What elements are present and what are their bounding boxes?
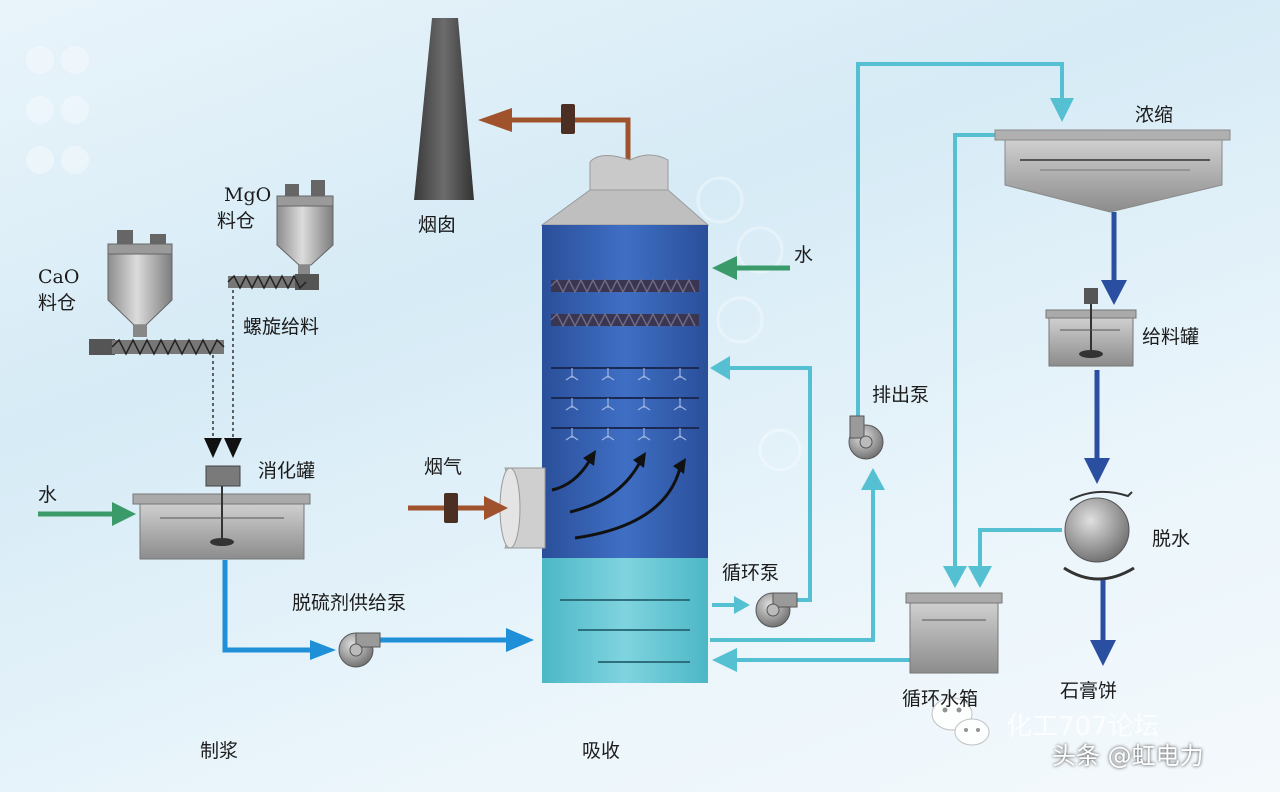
dewatering-drum — [1063, 490, 1135, 581]
overflow-line — [943, 133, 1062, 588]
label-water-left: 水 — [38, 484, 58, 506]
label-screw-feeder: 螺旋给料 — [243, 316, 320, 338]
reagent-feed-lines — [204, 290, 242, 458]
flue-gas-inlet — [408, 467, 546, 549]
water-to-slaker — [38, 502, 136, 526]
absorber-tower — [540, 154, 710, 683]
label-absorption: 吸收 — [582, 740, 621, 762]
flue-outlet-pipe — [478, 104, 631, 160]
label-slurry-prep: 制浆 — [200, 740, 239, 762]
slurry-supply-line — [222, 560, 534, 660]
label-flue-gas: 烟气 — [424, 456, 463, 478]
water-to-absorber — [712, 256, 790, 280]
label-discharge-pump: 排出泵 — [872, 384, 930, 406]
thickener — [994, 129, 1231, 213]
feed-to-dewatering — [1084, 370, 1110, 484]
label-feed-tank: 给料罐 — [1142, 326, 1200, 348]
cao-screw-conveyor — [89, 338, 225, 356]
label-water-right: 水 — [794, 244, 814, 266]
mgo-silo — [276, 180, 334, 275]
label-chimney: 烟囱 — [418, 214, 457, 236]
label-slurry-pump: 脱硫剂供给泵 — [292, 592, 407, 614]
slaker-tank — [132, 465, 311, 560]
wechat-icon — [931, 697, 990, 746]
label-slaker: 消化罐 — [258, 460, 316, 482]
discharge-line — [710, 62, 1074, 642]
label-mgo: MgO — [224, 184, 272, 206]
label-thickening: 浓缩 — [1135, 104, 1174, 126]
gypsum-discharge — [1090, 580, 1116, 666]
label-dewatering: 脱水 — [1152, 528, 1191, 550]
background-decoration — [26, 46, 802, 472]
label-mgo-silo: 料仓 — [217, 210, 256, 232]
return-line — [712, 648, 910, 672]
chimney — [414, 18, 474, 200]
slurry-feed-pump — [338, 632, 381, 668]
label-cao: CaO — [38, 266, 80, 288]
watermark-wechat-account: 化工707论坛 — [1006, 712, 1160, 742]
circulation-water-tank — [905, 592, 1003, 674]
label-circulation-pump: 循环泵 — [722, 562, 780, 584]
discharge-pump — [848, 415, 884, 460]
label-circulation-tank: 循环水箱 — [902, 688, 979, 710]
label-gypsum-cake: 石膏饼 — [1060, 680, 1118, 702]
feed-tank — [1045, 288, 1137, 367]
mgo-screw-conveyor — [227, 274, 319, 290]
watermark-source: 头条 @虹电力 — [1052, 742, 1204, 770]
label-cao-silo: 料仓 — [38, 292, 77, 314]
cao-silo — [107, 230, 173, 337]
circulation-pump — [755, 592, 798, 628]
thickener-underflow — [1101, 212, 1127, 305]
